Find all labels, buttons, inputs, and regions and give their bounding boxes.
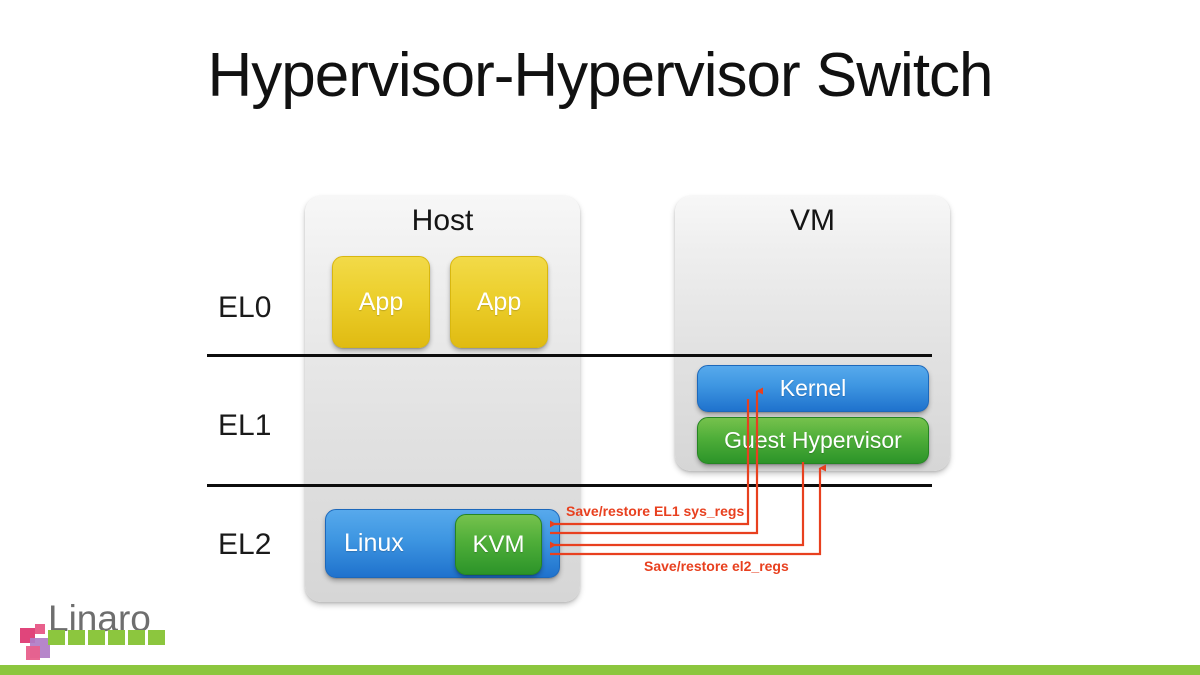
bottom-accent-bar: [0, 665, 1200, 675]
exception-level-label-el0: EL0: [218, 291, 272, 324]
block-kvm[interactable]: KVM: [455, 514, 542, 575]
page-title: Hypervisor-Hypervisor Switch: [207, 41, 993, 110]
block-kernel[interactable]: Kernel: [697, 365, 929, 412]
annotation-label-el1-sys-regs: Save/restore EL1 sys_regs: [566, 503, 745, 519]
vm-container-title: VM: [790, 204, 835, 237]
block-app-1[interactable]: App: [332, 256, 430, 348]
exception-level-label-el1: EL1: [218, 409, 272, 442]
block-app-2[interactable]: App: [450, 256, 548, 348]
divider-el0-el1: [207, 354, 932, 357]
linaro-logo-tiles: [20, 624, 165, 660]
block-guest-hypervisor[interactable]: Guest Hypervisor: [697, 417, 929, 464]
host-container-title: Host: [411, 204, 474, 237]
divider-el1-el2: [207, 484, 932, 487]
exception-level-label-el2: EL2: [218, 528, 272, 561]
linaro-logo: Linaro: [18, 598, 168, 660]
annotation-label-el2-regs: Save/restore el2_regs: [644, 558, 789, 574]
